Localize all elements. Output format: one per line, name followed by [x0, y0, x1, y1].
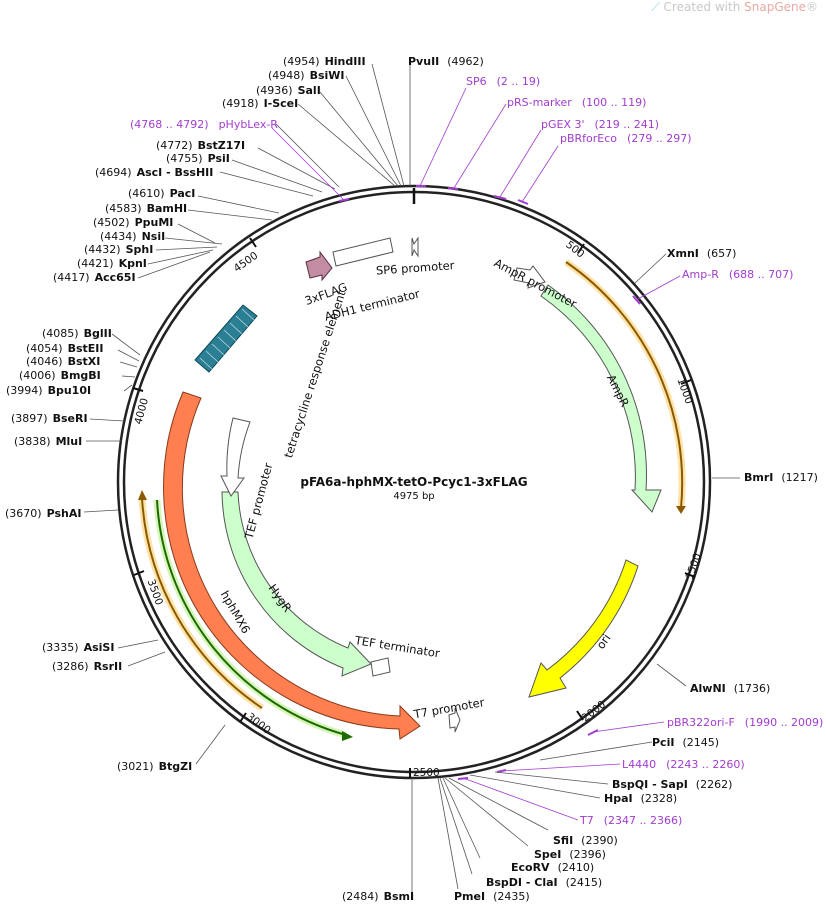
leader-lines: [83, 63, 740, 896]
enzyme-nsii: (4434)NsiI: [100, 230, 165, 243]
enzyme-ecorv: EcoRV(2410): [511, 861, 594, 874]
tef-promoter-label: TEF promoter: [241, 461, 275, 541]
enzyme-asisi: (3335)AsiSI: [42, 641, 114, 654]
enzyme-i-scei: (4918)I-SceI: [222, 97, 298, 110]
left-primer-arrowhead: [138, 490, 147, 500]
plasmid-length: 4975 bp: [393, 491, 434, 502]
enzyme-bspdi-clai: BspDI - ClaI(2415): [486, 876, 602, 889]
primer-mark-prs-marker: [447, 187, 459, 190]
enzyme-psii: (4755)PsiI: [166, 152, 230, 165]
enzyme-bstz17i: (4772)BstZ17I: [156, 139, 245, 152]
tick-2500: 2500: [409, 767, 440, 779]
backbone-outer-ring: [116, 184, 712, 780]
enzyme-mlui: (3838)MluI: [14, 435, 82, 448]
features: AmpR AmpR promoter ori T7 promoter hphMX…: [138, 236, 686, 741]
svg-text:1500: 1500: [684, 552, 704, 581]
enzyme-bspqi-sapi: BspQI - SapI(2262): [612, 778, 732, 791]
ampr-arrow[interactable]: [540, 284, 662, 513]
enzyme-hindiii: (4954)HindIII: [283, 55, 366, 68]
enzyme-bmgbi: (4006)BmgBI: [19, 369, 101, 382]
svg-text:500: 500: [563, 239, 586, 261]
enzyme-bmri: BmrI(1217): [744, 471, 818, 484]
enzyme-bstxi: (4046)BstXI: [26, 355, 100, 368]
enzyme-spei: SpeI(2396): [534, 848, 606, 861]
enzyme-btgzi: (3021)BtgZI: [117, 760, 192, 773]
enzyme-kpni: (4421)KpnI: [77, 257, 147, 270]
sp6-promoter-arrow[interactable]: [411, 236, 419, 258]
sp6-promoter-label: SP6 promoter: [375, 258, 455, 277]
enzyme-bpu10i: (3994)Bpu10I: [6, 384, 91, 397]
tick-1500: 1500: [684, 552, 704, 581]
primer-t7: T7(2347 .. 2366): [579, 814, 682, 827]
primer-pgex3: pGEX 3'(219 .. 241): [541, 118, 659, 131]
snapgene-logo-icon: ⟋: [651, 0, 660, 14]
ampr-primer-line: [565, 261, 684, 509]
enzyme-asci-bsshii: (4694)AscI - BssHII: [95, 166, 213, 179]
enzyme-bamhi: (4583)BamHI: [105, 202, 187, 215]
enzyme-sali: (4936)SalI: [256, 84, 321, 97]
ampr-primer-arrowhead: [676, 506, 686, 514]
enzyme-acc65i: (4417)Acc65I: [53, 271, 136, 284]
enzyme-sfii: SfiI(2390): [553, 834, 618, 847]
enzyme-ppumi: (4502)PpuMI: [93, 216, 173, 229]
tef-promoter-arrow[interactable]: [220, 417, 251, 497]
enzyme-bsteii: (4054)BstEII: [26, 342, 103, 355]
left-primer-line: [141, 497, 263, 709]
adh1-terminator-box[interactable]: [332, 237, 394, 267]
tef-terminator-box[interactable]: [370, 657, 391, 677]
plasmid-name: pFA6a-hphMX-tetO-Pcyc1-3xFLAG: [300, 475, 527, 489]
enzyme-sphi: (4432)SphI: [84, 243, 153, 256]
flag-arrow[interactable]: [305, 250, 333, 282]
snapgene-watermark: ⟋ Created with SnapGene®: [651, 0, 818, 15]
t7-promoter-label: T7 promoter: [412, 695, 486, 721]
enzyme-pshai: (3670)PshAI: [5, 507, 81, 520]
primer-ampr: Amp-R(688 .. 707): [682, 268, 793, 281]
t7-promoter-arrow[interactable]: [448, 707, 461, 733]
primer-prs-marker: pRS-marker(100 .. 119): [507, 96, 646, 109]
primer-mark-t7: [457, 777, 469, 780]
primer-phyblexr: (4768 .. 4792)pHybLex-R: [130, 118, 278, 131]
tre-pattern: [199, 308, 255, 370]
primer-sp6: SP6(2 .. 19): [466, 75, 540, 88]
primer-mark-pbrforeco: [517, 199, 529, 205]
watermark-prefix: Created with: [663, 0, 745, 14]
backbone: [116, 184, 712, 780]
enzyme-bsiwi: (4948)BsiWI: [268, 69, 345, 82]
enzyme-labels: (4954)HindIII PvuII(4962) (4948)BsiWI (4…: [5, 55, 818, 903]
enzyme-xmni: XmnI(657): [667, 247, 736, 260]
primer-pbr322orif: pBR322ori-F(1990 .. 2009): [667, 716, 823, 729]
hphmx6-arrow[interactable]: [163, 391, 421, 740]
primer-l4440: L4440(2243 .. 2260): [622, 758, 745, 771]
tick-2000: 2000: [576, 698, 608, 724]
primer-pbrforeco: pBRforEco(279 .. 297): [560, 132, 692, 145]
tick-4500: 4500: [232, 237, 260, 275]
enzyme-pvuii: PvuII(4962): [408, 55, 484, 68]
watermark-mark: ®: [806, 0, 818, 14]
primer-mark-pbr322orif: [587, 729, 599, 736]
enzyme-alwni: AlwNI(1736): [690, 682, 770, 695]
primer-mark-pgex3: [493, 195, 507, 200]
primer-labels: SP6(2 .. 19) pRS-marker(100 .. 119) pGEX…: [130, 75, 823, 827]
tick-4000: 4000: [132, 387, 151, 426]
enzyme-bseri: (3897)BseRI: [11, 412, 88, 425]
svg-text:2500: 2500: [413, 767, 440, 779]
ori-arrow[interactable]: [528, 559, 639, 698]
enzyme-pmei: PmeI(2435): [454, 890, 530, 903]
tef-terminator-label: TEF terminator: [353, 633, 441, 660]
enzyme-bglii: (4085)BglII: [42, 327, 112, 340]
ampr-promoter-arrow[interactable]: [513, 265, 546, 289]
enzyme-hpai: HpaI(2328): [604, 792, 677, 805]
hphmx6-primer-arrowhead: [342, 731, 353, 741]
enzyme-paci: (4610)PacI: [128, 187, 195, 200]
watermark-brand: SnapGene: [744, 0, 806, 14]
enzyme-bsmi: (2484)BsmI: [342, 890, 414, 903]
enzyme-rsrii: (3286)RsrII: [52, 660, 122, 673]
enzyme-pcii: PciI(2145): [652, 736, 719, 749]
tick-500: 500: [563, 239, 586, 261]
hphmx6-primer-line: [156, 499, 347, 736]
